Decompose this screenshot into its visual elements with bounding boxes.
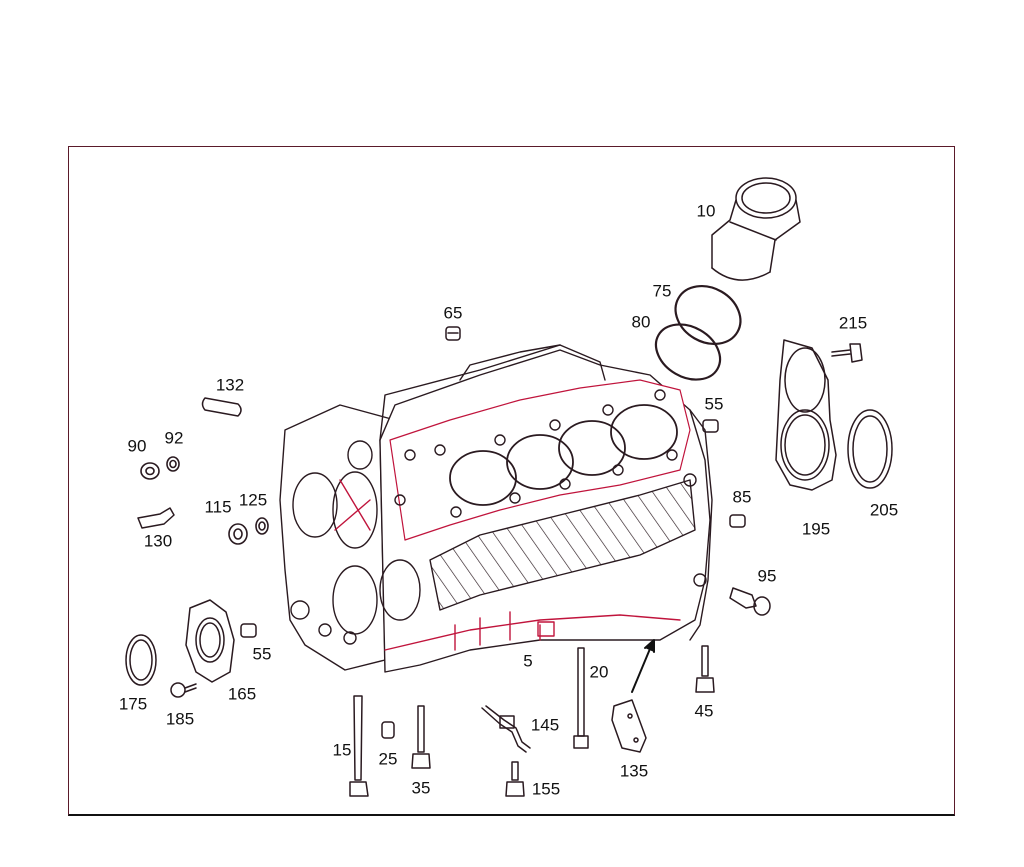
part-label-55-lower: 55: [252, 644, 272, 664]
part-label-45: 45: [694, 701, 714, 721]
pin-part-132: [201, 397, 242, 417]
seal-ring-part-92: [166, 456, 180, 472]
part-label-10: 10: [696, 201, 716, 221]
part-label-205: 205: [869, 500, 899, 520]
cylinder-liner-part-10: [711, 177, 801, 281]
bolt-part-155: [505, 761, 525, 797]
front-cover-part-165: [185, 599, 235, 683]
part-label-185: 185: [165, 709, 195, 729]
part-label-15: 15: [332, 740, 352, 760]
sealing-ring-part-75: [674, 284, 742, 346]
crankshaft-seal-part-205: [847, 409, 893, 489]
bolt-part-35: [411, 705, 431, 769]
sensor-part-95: [729, 587, 771, 616]
part-label-132: 132: [215, 375, 245, 395]
plug-part-90: [140, 462, 160, 480]
bolt-part-185: [170, 682, 197, 698]
dowel-sleeve-part-55-lower: [240, 623, 257, 638]
bolt-part-215: [831, 343, 863, 363]
part-label-125: 125: [238, 490, 268, 510]
dowel-sleeve-part-25: [381, 721, 395, 739]
part-label-175: 175: [118, 694, 148, 714]
part-label-155: 155: [531, 779, 561, 799]
part-label-115: 115: [204, 497, 232, 517]
part-label-80: 80: [631, 312, 651, 332]
rear-cover-part-195: [775, 339, 837, 491]
part-label-165: 165: [227, 684, 257, 704]
crankshaft-seal-part-175: [125, 634, 157, 686]
part-label-195: 195: [801, 519, 831, 539]
part-label-65: 65: [443, 303, 463, 323]
part-label-90: 90: [127, 436, 147, 456]
sealing-ring-part-80: [654, 323, 722, 381]
part-label-85: 85: [732, 487, 752, 507]
bolt-part-45: [695, 645, 715, 693]
part-label-55-upper: 55: [704, 394, 724, 414]
cover-plate-part-135: [611, 699, 647, 753]
oil-pipe-part-145: [481, 705, 531, 753]
part-label-130: 130: [143, 531, 173, 551]
plug-part-65: [445, 326, 461, 341]
part-label-135: 135: [619, 761, 649, 781]
diagram-frame: [68, 146, 955, 816]
dowel-sleeve-part-85: [729, 514, 746, 528]
engine-block-part-5: [279, 344, 713, 673]
stud-bolt-part-15: [349, 695, 369, 797]
part-label-95: 95: [757, 566, 777, 586]
leader-arrow: [631, 639, 655, 693]
part-label-25: 25: [378, 749, 398, 769]
part-label-5: 5: [523, 651, 533, 671]
part-label-35: 35: [411, 778, 431, 798]
plug-part-115: [228, 523, 248, 545]
dowel-sleeve-part-55-upper: [702, 419, 719, 433]
part-label-75: 75: [652, 281, 672, 301]
part-label-20: 20: [589, 662, 609, 682]
fitting-part-130: [137, 507, 175, 529]
part-label-92: 92: [164, 428, 184, 448]
part-label-215: 215: [838, 313, 868, 333]
seal-ring-part-125: [255, 517, 269, 535]
stud-bolt-part-20: [573, 647, 589, 749]
part-label-145: 145: [530, 715, 560, 735]
